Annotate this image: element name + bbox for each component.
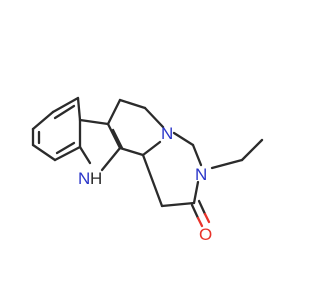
double-bond [190,203,200,220]
bond [31,110,55,131]
bond [106,98,122,126]
benzene-ring [31,96,82,162]
bond [106,122,122,150]
bond [31,143,57,162]
atom-label-n-bridge: N [161,124,173,143]
ethyl-group [210,138,264,170]
bond [51,96,80,114]
bond [191,143,203,167]
atom-label-n-indole: N [78,169,90,188]
bond [192,180,200,205]
bond [100,146,122,172]
molecule-structure: N H N N O [31,96,264,244]
atom-label-o-carbonyl: O [199,225,212,244]
atom-label-h-indole: H [90,169,102,188]
bond [76,96,82,122]
bond [240,138,264,162]
bond [78,145,92,165]
bond [210,158,244,170]
bond [118,98,147,110]
double-bond [196,216,204,228]
bond [78,118,110,126]
double-bond [197,199,207,216]
atom-label-n-ethyl: N [195,165,207,184]
piperidine-ring [106,98,165,157]
bond [141,140,162,157]
bond [118,146,145,157]
molecule-canvas: N H N N O [31,96,264,244]
double-bond [55,141,76,155]
bond [141,153,164,208]
bond [160,201,196,208]
double-bond [111,128,124,150]
bond [53,145,82,162]
bond [143,106,165,129]
bond [172,131,195,147]
pyrimidinone-ring [141,131,203,208]
pyrrole-ring [78,118,124,172]
double-bond [53,104,76,120]
carbonyl-group [190,199,211,228]
double-bond [203,212,211,224]
